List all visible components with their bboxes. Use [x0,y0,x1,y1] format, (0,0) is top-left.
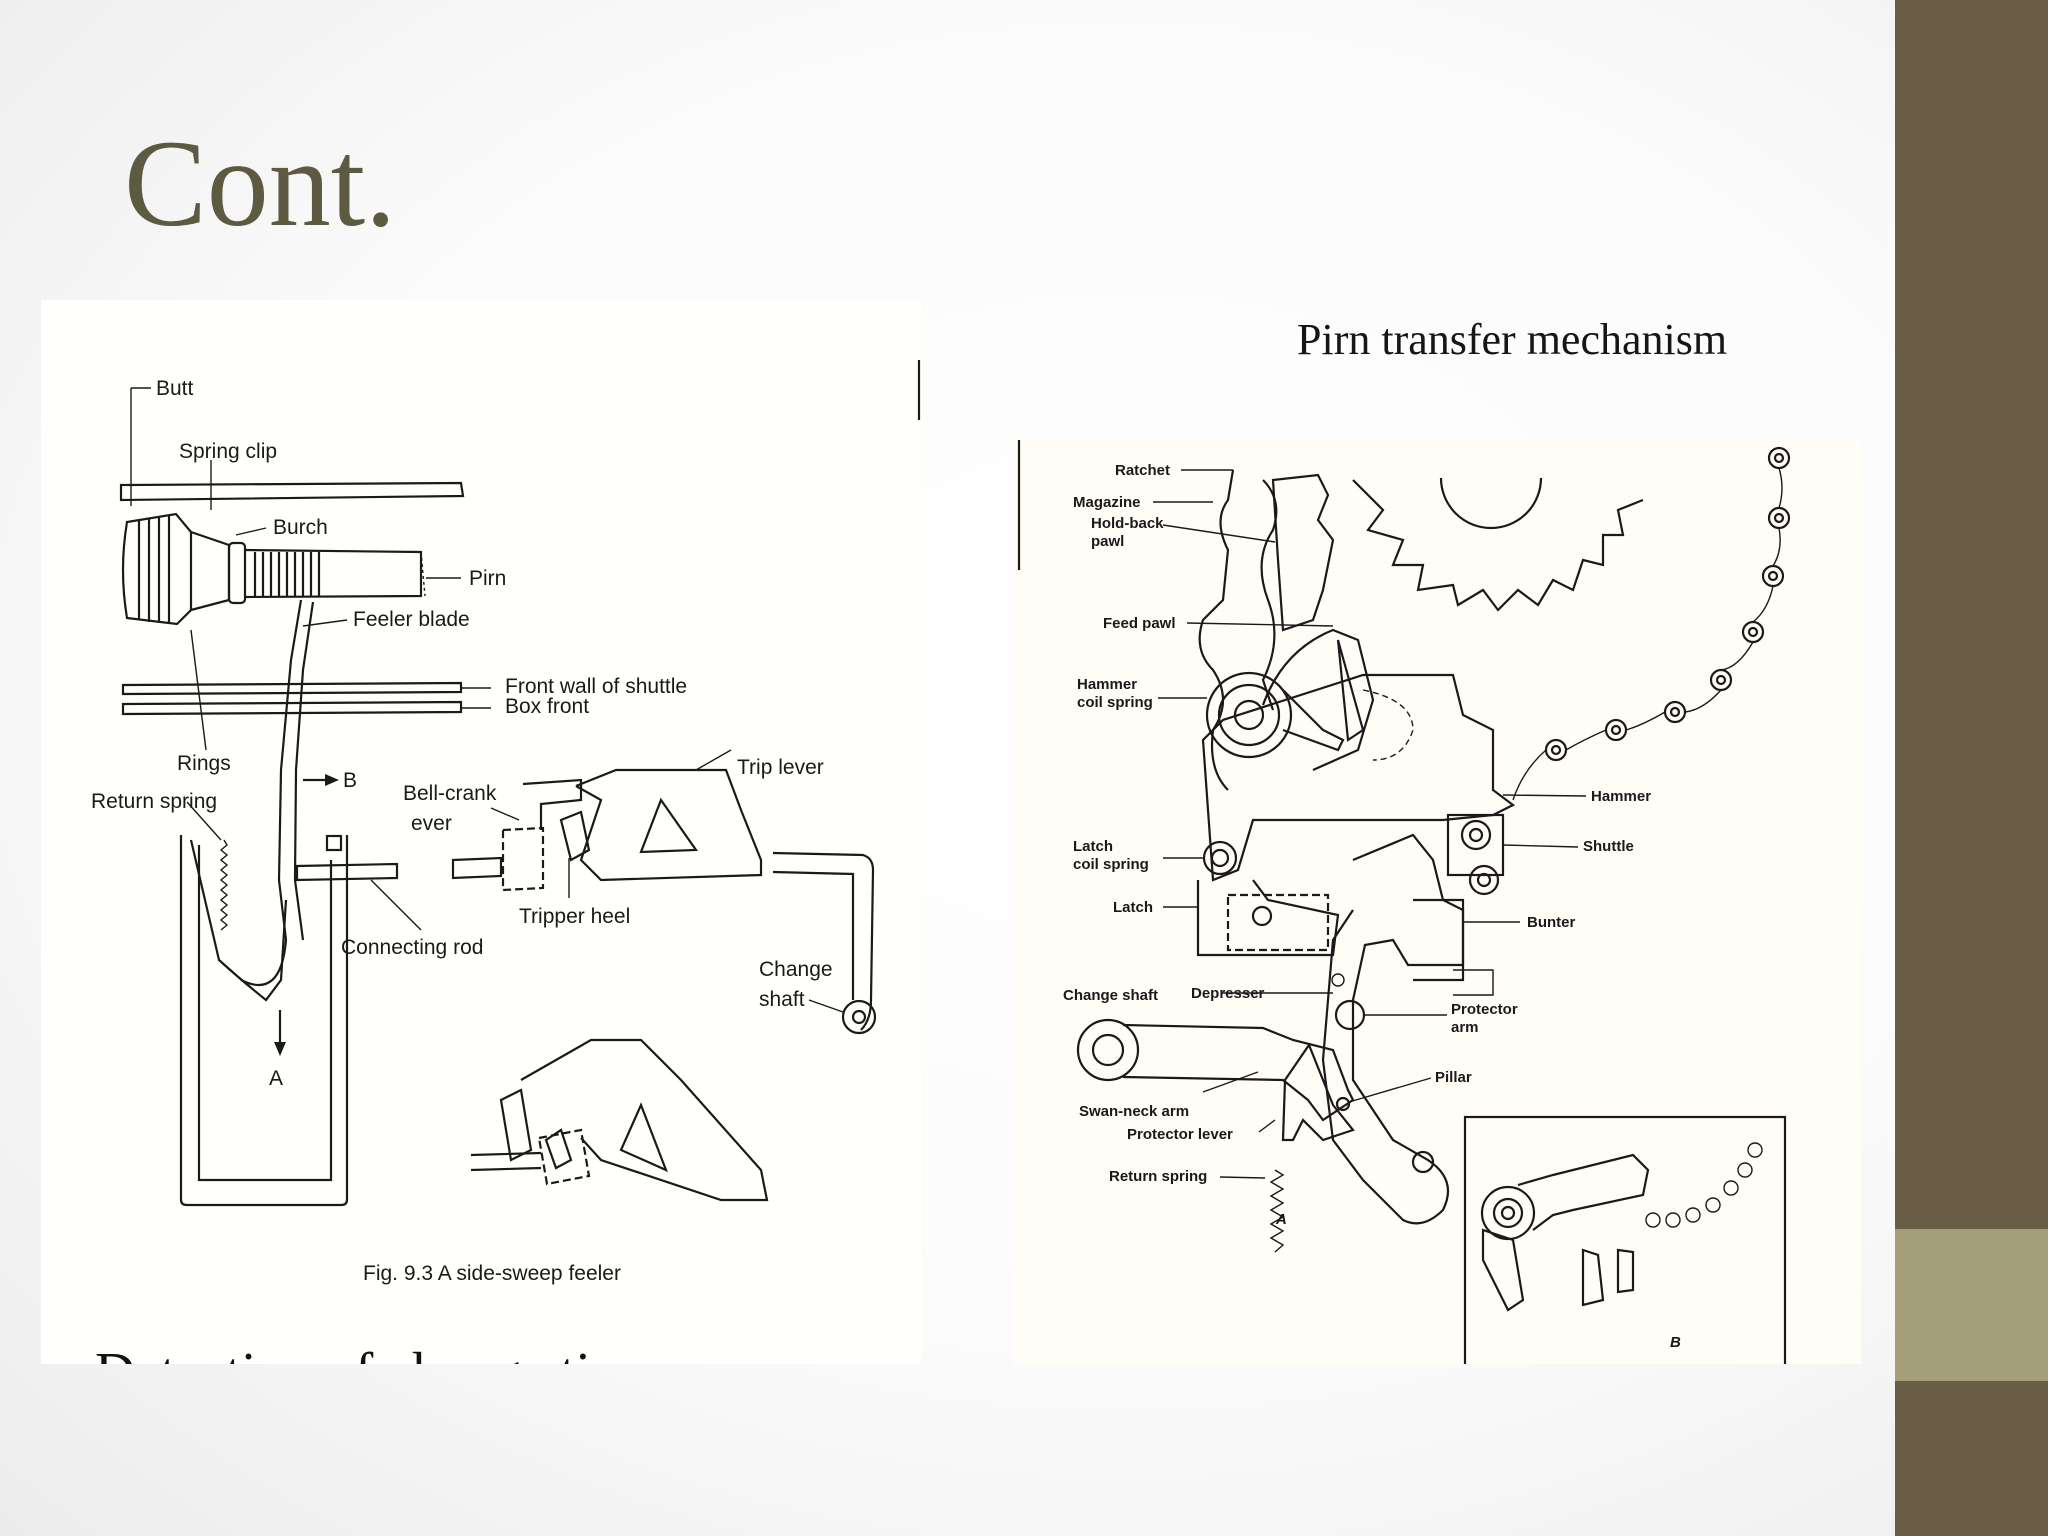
label-connecting-rod: Connecting rod [341,936,483,959]
label-mark-a: A [1275,1211,1287,1228]
label-hammer-coil-spring: Hammer [1077,676,1137,693]
label-butt: Butt [156,377,194,400]
label-rings: Rings [177,752,231,775]
label-latch: Latch [1113,899,1153,916]
label-arrow-b: B [343,769,357,792]
label-change-shaft-2: shaft [759,988,805,1011]
label-arrow-a: A [269,1067,283,1090]
label-bell-crank: Bell-crank [403,782,497,805]
figure-caption: Fig. 9.3 A side-sweep feeler [363,1262,621,1285]
label-latch-coil-spring: Latch [1073,838,1113,855]
label-protector-arm-2: arm [1451,1019,1479,1036]
pirn-transfer-figure: Ratchet Magazine Hold-back pawl Feed paw… [1013,440,1861,1364]
label-tripper-heel: Tripper heel [519,905,630,928]
label-change-shaft: Change [759,958,833,981]
label-hold-back-pawl: Hold-back [1091,515,1164,532]
label-mark-b: B [1670,1334,1681,1351]
label-pirn: Pirn [469,567,506,590]
label-change-shaft: Change shaft [1063,987,1158,1004]
label-magazine: Magazine [1073,494,1141,511]
label-bunter: Bunter [1527,914,1575,931]
side-sweep-feeler-diagram: Butt Spring clip Burch Pirn Feeler blade… [91,360,921,1285]
label-bell-crank-lever: ever [411,812,452,835]
figure-title: Pirn transfer mechanism [1297,315,1728,364]
label-latch-coil-spring-2: coil spring [1073,856,1149,873]
label-box-front: Box front [505,695,589,718]
label-ratchet: Ratchet [1115,462,1170,479]
label-trip-lever: Trip lever [737,756,824,779]
slide-title: Cont. [124,115,397,252]
label-protector-arm: Protector [1451,1001,1518,1018]
pirn-transfer-diagram: Ratchet Magazine Hold-back pawl Feed paw… [1017,440,1791,1364]
label-swan-neck-arm: Swan-neck arm [1079,1103,1189,1120]
label-shuttle: Shuttle [1583,838,1634,855]
cut-off-heading: Detection of change time [95,1345,695,1364]
label-hammer-coil-spring-2: coil spring [1077,694,1153,711]
cut-off-heading-text: Detection of change time [95,1345,695,1364]
side-sweep-feeler-figure: Butt Spring clip Burch Pirn Feeler blade… [41,300,921,1364]
label-feeler-blade: Feeler blade [353,608,470,631]
label-protector-lever: Protector lever [1127,1126,1233,1143]
sidebar-accent-band [1895,1229,2048,1381]
label-depresser: Depresser [1191,985,1265,1002]
label-spring-clip: Spring clip [179,440,277,463]
label-feed-pawl: Feed pawl [1103,615,1176,632]
label-return-spring: Return spring [1109,1168,1207,1185]
label-hold-back-pawl-2: pawl [1091,533,1124,550]
label-return-spring: Return spring [91,790,217,813]
label-front-wall: Front wall of shuttle [505,675,687,698]
label-hammer: Hammer [1591,788,1651,805]
label-burch: Burch [273,516,328,539]
label-pillar: Pillar [1435,1069,1472,1086]
